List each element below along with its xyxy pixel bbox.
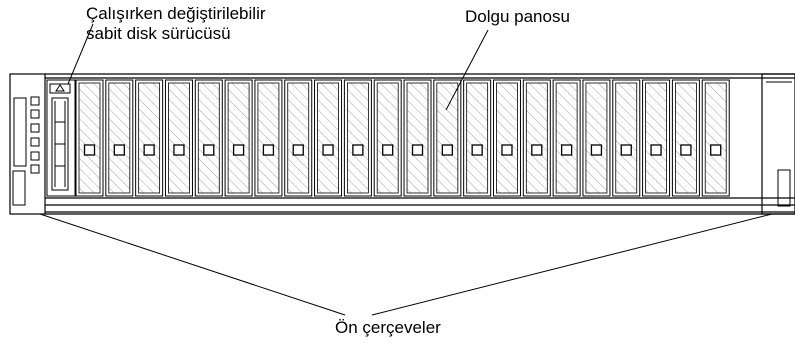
filler-panel xyxy=(343,79,372,197)
front-bezels-label: Ön çerçeveler xyxy=(335,318,441,337)
filler-panel-latch xyxy=(322,144,334,156)
filler-panel xyxy=(552,79,581,197)
filler-panel-latch xyxy=(501,144,513,156)
filler-panel-latch xyxy=(620,144,632,156)
filler-panel xyxy=(522,79,551,197)
hot-swap-drive-label-line2: sabit disk sürücüsü xyxy=(86,24,231,43)
filler-panel xyxy=(75,79,104,197)
filler-panel-latch xyxy=(173,144,185,156)
right-front-bezel xyxy=(766,81,792,207)
filler-panel-latch xyxy=(83,144,96,156)
filler-panel-latch xyxy=(232,144,245,156)
filler-panel-latch xyxy=(143,144,155,156)
filler-panel xyxy=(582,79,611,197)
filler-panel xyxy=(284,79,313,197)
filler-panel-latch xyxy=(352,144,364,156)
filler-panel-label: Dolgu panosu xyxy=(465,7,570,26)
bezel-leader-left xyxy=(39,213,346,316)
filler-leader-line xyxy=(445,29,489,111)
filler-panel-latch xyxy=(560,144,573,156)
filler-panel xyxy=(164,79,193,197)
filler-panel-latch xyxy=(471,144,483,156)
filler-panel xyxy=(642,79,671,197)
filler-panel-latch xyxy=(590,144,603,156)
filler-panel xyxy=(194,79,223,197)
filler-panel-latch xyxy=(680,144,692,156)
hdd-leader-line xyxy=(67,23,94,85)
filler-panel-latch xyxy=(710,144,722,156)
filler-panel-latch xyxy=(650,144,662,156)
filler-panel xyxy=(314,79,343,197)
bezel-leader-right xyxy=(371,213,773,316)
filler-panel-latch xyxy=(531,144,543,156)
filler-panel xyxy=(105,79,134,197)
server-chassis xyxy=(9,73,795,215)
filler-panel xyxy=(701,79,730,197)
filler-panel-latch xyxy=(113,144,125,156)
filler-panel xyxy=(224,79,253,197)
left-front-bezel xyxy=(12,96,40,206)
hot-swap-drive-label-line1: Çalışırken değiştirilebilir xyxy=(86,4,266,23)
filler-panel-latch xyxy=(203,144,215,156)
filler-panel xyxy=(463,79,492,197)
filler-panel xyxy=(492,79,521,197)
filler-panel xyxy=(254,79,283,197)
callout-lines xyxy=(39,23,773,316)
filler-panel-latch xyxy=(292,144,304,156)
filler-panel xyxy=(433,79,462,197)
hot-swap-hard-disk-drive xyxy=(46,79,76,197)
filler-panel-latch xyxy=(441,144,453,156)
filler-panel-latch xyxy=(411,144,424,156)
filler-panel xyxy=(671,79,700,197)
filler-panel xyxy=(373,79,402,197)
filler-panel xyxy=(612,79,641,197)
filler-panels xyxy=(75,79,730,197)
filler-panel-latch xyxy=(382,144,394,156)
filler-panel xyxy=(135,79,164,197)
filler-panel xyxy=(403,79,432,197)
filler-panel-latch xyxy=(262,144,275,156)
hot-swap-drive-label: Çalışırken değiştirilebilir sabit disk s… xyxy=(86,4,266,44)
